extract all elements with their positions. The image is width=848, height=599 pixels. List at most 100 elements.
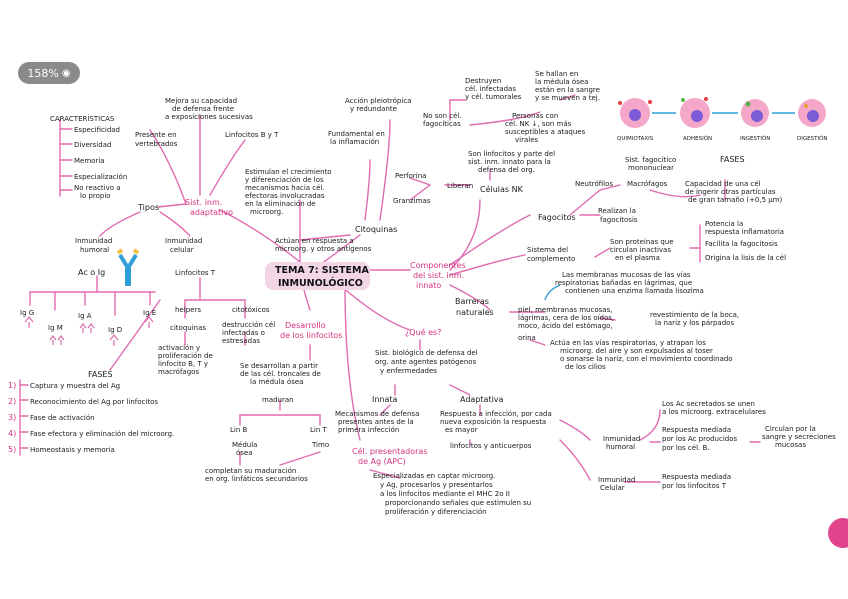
node-estimulan-6: microorg. bbox=[250, 208, 283, 216]
node-losac-1: Los Ac secretados se unen bbox=[662, 400, 755, 408]
node-realizan-1: Realizan la bbox=[598, 207, 636, 215]
map-title-line2: INMUNOLÓGICO bbox=[278, 277, 363, 289]
node-lin-b: Lin B bbox=[230, 426, 248, 434]
node-piel-3: moco, ácido del estómago, bbox=[518, 322, 613, 330]
node-presente-2: vertebrados bbox=[135, 140, 178, 148]
node-mucosas-1: Las membranas mucosas de las vías bbox=[562, 271, 691, 279]
node-sehallan-3: están en la sangre bbox=[535, 86, 600, 94]
node-mejora-3: a exposiciones sucesivas bbox=[165, 113, 253, 121]
node-mecanismos-2: presentes antes de la bbox=[338, 418, 414, 426]
node-especializacion: Especialización bbox=[74, 173, 127, 181]
node-inm-celular-2: celular bbox=[170, 246, 194, 254]
node-sist-adapt-2: adaptativo bbox=[190, 208, 233, 217]
node-caracteristicas: CARACTERÍSTICAS bbox=[50, 114, 115, 123]
node-sistbio-1: Sist. biológico de defensa del bbox=[375, 349, 478, 357]
node-circulan-1: Circulan por la bbox=[765, 425, 816, 433]
map-title-line1: TEMA 7: SISTEMA bbox=[275, 265, 369, 276]
node-respmedt-1: Respuesta mediada bbox=[662, 473, 731, 481]
node-componentes-3: innato bbox=[416, 281, 441, 290]
node-ig-a: Ig A bbox=[78, 312, 92, 320]
node-diversidad: Diversidad bbox=[74, 141, 111, 149]
node-sistcomp-1: Sistema del bbox=[527, 246, 568, 254]
node-presente-1: Presente en bbox=[135, 131, 177, 139]
node-respuesta-2: nueva exposición la respuesta bbox=[440, 418, 546, 426]
fase-3: Fase de activación bbox=[30, 414, 95, 422]
node-perforina: Perforina bbox=[395, 172, 426, 180]
node-personas-3: susceptibles a ataques bbox=[505, 128, 586, 136]
node-especial-3: a los linfocitos mediante el MHC 2o II bbox=[380, 490, 510, 498]
node-fagocitos: Fagocitos bbox=[538, 213, 576, 222]
node-estimulan-1: Estimulan el crecimiento bbox=[245, 168, 332, 176]
node-inmhum-2: humoral bbox=[606, 443, 635, 451]
node-fases-right: FASES bbox=[720, 155, 745, 164]
fase-4: Fase efectora y eliminación del microorg… bbox=[30, 430, 174, 438]
node-destruyen-2: cél. infectadas bbox=[465, 85, 516, 93]
node-potencia-1: Potencia la bbox=[705, 220, 743, 228]
node-inmcel-1: Inmunidad bbox=[598, 476, 635, 484]
node-mejora-2: de defensa frente bbox=[172, 105, 234, 113]
node-linf-t: Linfocitos T bbox=[175, 269, 216, 277]
node-mucosas-3: contienen una enzima llamada lisozima bbox=[565, 287, 704, 295]
node-personas-4: virales bbox=[515, 136, 539, 144]
node-desarrollo-2: de los linfocitos bbox=[280, 331, 342, 340]
node-estimulan-3: mecanismos hacia cél. bbox=[245, 184, 325, 192]
node-barreras-2: naturales bbox=[456, 308, 494, 317]
node-linfocitos-by: Linfocitos B y T bbox=[225, 131, 279, 139]
node-mecanismos-3: primera infección bbox=[338, 426, 399, 434]
node-desarrollo-1: Desarrollo bbox=[285, 321, 326, 330]
node-destruccion-3: estresadas bbox=[222, 337, 260, 345]
node-inmcel-2: Celular bbox=[600, 484, 625, 492]
node-circulan-3: mucosas bbox=[775, 441, 806, 449]
node-apc-1: Cél. presentadoras bbox=[352, 446, 427, 456]
node-estimulan-5: en la eliminación de bbox=[245, 200, 316, 208]
node-actuan-1: Actúan en respuesta a bbox=[275, 237, 354, 245]
node-mejora-1: Mejora su capacidad bbox=[165, 97, 237, 105]
node-ig-d: Ig D bbox=[108, 326, 122, 334]
label-digestion: DIGESTIÓN bbox=[797, 135, 828, 142]
node-proteinas-1: Son proteínas que bbox=[610, 238, 674, 246]
node-sonlinf-1: Son linfocitos y parte del bbox=[468, 150, 555, 158]
node-citoquinas-helpers: citoquinas bbox=[170, 324, 206, 332]
node-destruccion-1: destrucción cél bbox=[222, 321, 275, 329]
fase-1: Captura y muestra del Ag bbox=[30, 382, 120, 390]
node-realizan-2: fagocitosis bbox=[600, 216, 638, 224]
node-capacidad-2: de ingerir otras partículas bbox=[685, 188, 776, 196]
node-apc-2: de Ag (APC) bbox=[358, 457, 406, 466]
node-actua-1: Actúa en las vías respiratorias, y atrap… bbox=[550, 339, 706, 347]
node-especial-4: proporcionando señales que estimulen su bbox=[385, 499, 531, 507]
label-adhesion: ADHESIÓN bbox=[683, 135, 712, 142]
node-circulan-2: sangre y secreciones bbox=[762, 433, 836, 441]
node-actuan-2: microorg. y otros antígenos bbox=[275, 245, 372, 253]
node-fundamental-1: Fundamental en bbox=[328, 130, 385, 138]
node-activacion-4: macrófagos bbox=[158, 368, 199, 376]
node-respmed-1: Respuesta mediada bbox=[662, 426, 731, 434]
node-quees: ¿Qué es? bbox=[405, 327, 441, 337]
node-capacidad-1: Capacidad de una cél bbox=[685, 180, 761, 188]
node-piel-2: lágrimas, cera de los oídos, bbox=[518, 314, 614, 322]
node-actua-2: microorg. del aire y son expulsados al t… bbox=[560, 347, 713, 355]
node-citoquinas: Citoquinas bbox=[355, 225, 397, 234]
node-sistbio-2: org. ante agentes patógenos bbox=[375, 358, 477, 366]
node-desarrollan-2: de las cél. troncales de bbox=[240, 370, 321, 378]
node-especial-1: Especializadas en captar microorg. bbox=[373, 472, 495, 480]
node-granzimas: Granzimas bbox=[393, 197, 431, 205]
node-lin-t: Lin T bbox=[310, 426, 328, 434]
node-medula-2: ósea bbox=[236, 449, 253, 457]
node-activacion-2: proliferación de bbox=[158, 352, 213, 360]
antibody-icon bbox=[118, 250, 138, 286]
node-inm-humoral-1: Inmunidad bbox=[75, 237, 112, 245]
fase-number-3: 3) bbox=[8, 413, 16, 422]
node-destruccion-2: infectadas o bbox=[222, 329, 265, 337]
node-noreactivo-1: No reactivo a bbox=[74, 184, 121, 192]
node-origina: Origina la lisis de la cél bbox=[705, 254, 786, 262]
node-respuesta-1: Respuesta a infección, por cada bbox=[440, 410, 552, 418]
node-respuesta-3: es mayor bbox=[445, 426, 478, 434]
node-barreras-1: Barreras bbox=[455, 297, 489, 306]
node-desarrollan-1: Se desarrollan a partir bbox=[240, 362, 318, 370]
node-sist-fago-2: mononuclear bbox=[628, 164, 674, 172]
node-sistcomp-2: complemento bbox=[527, 255, 575, 263]
node-sist-fago-1: Sist. fagocítico bbox=[625, 156, 676, 164]
node-macrofagos: Macrófagos bbox=[627, 180, 668, 188]
node-respmedt-2: por los linfocitos T bbox=[662, 482, 727, 490]
node-facilita: Facilita la fagocitosis bbox=[705, 240, 778, 248]
